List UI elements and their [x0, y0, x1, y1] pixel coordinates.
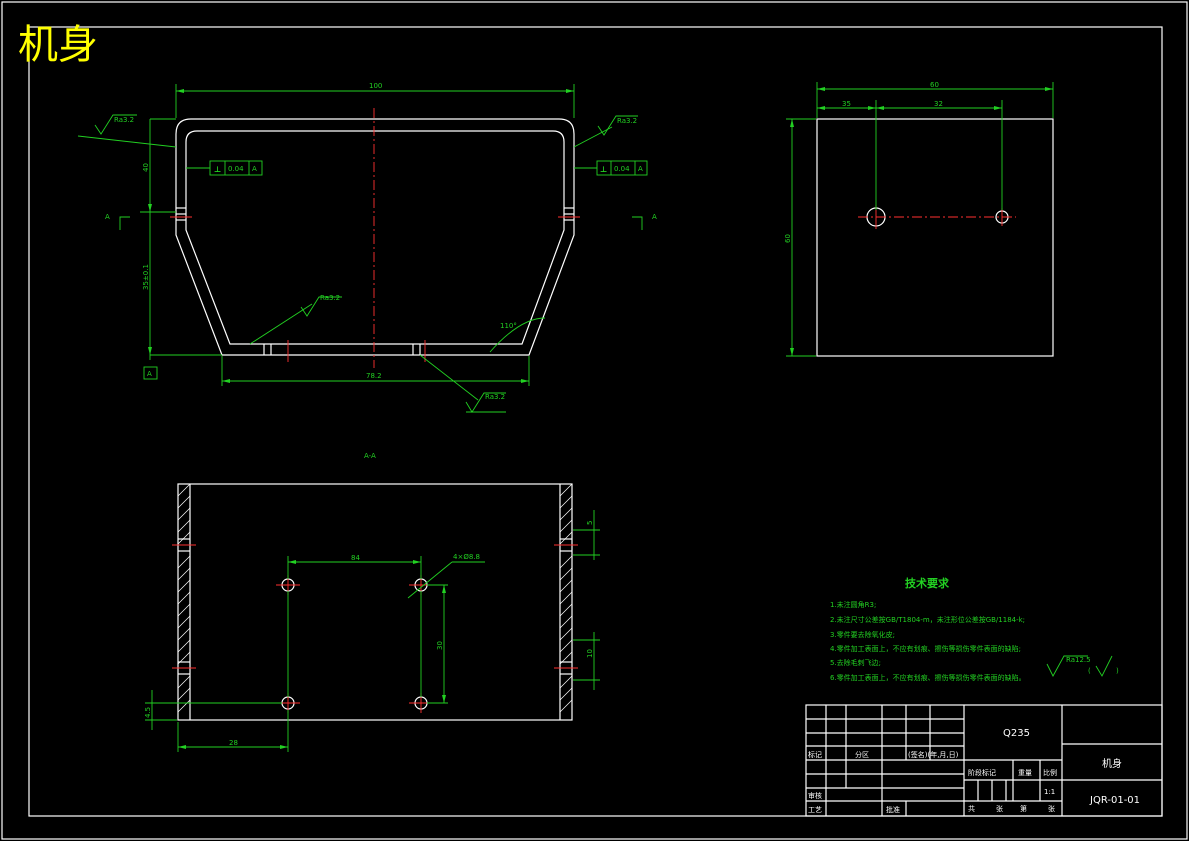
roughness-default: Ra12.5	[1066, 656, 1091, 664]
tb-process: 工艺	[808, 806, 822, 814]
tech-item-1: 1.未注圆角R3;	[830, 600, 876, 609]
tb-zone: 分区	[855, 750, 869, 759]
tb-stage-mark: 阶段标记	[968, 768, 996, 777]
tech-heading: 技术要求	[905, 576, 950, 590]
svg-text:A: A	[638, 165, 643, 173]
tb-material: Q235	[1003, 728, 1030, 739]
section-dim-small: 4.5	[144, 707, 152, 718]
section-hole-callout: 4×Ø8.8	[453, 553, 480, 561]
section-dim-top-right: 5	[586, 521, 594, 525]
roughness-top-right: Ra3.2	[573, 115, 638, 148]
tech-item-2: 2.未注尺寸公差按GB/T1804-m，未注形位公差按GB/1184-k;	[830, 615, 1025, 624]
section-dim-vertical: 30	[436, 641, 444, 650]
svg-text:A: A	[252, 165, 257, 173]
hatch-right	[559, 483, 573, 713]
tech-item-6: 6.零件加工表面上，不应有划痕、擦伤等损伤零件表面的缺陷。	[830, 673, 1026, 682]
tb-drawing-no: JQR-01-01	[1089, 795, 1140, 806]
tb-page: 第	[1020, 804, 1027, 813]
tb-mark: 标记	[808, 750, 822, 759]
tb-page2: 张	[1048, 804, 1055, 813]
section-dim-mid-right: 10	[586, 649, 594, 658]
front-view: 100 78.2 35±0.1 40 A ⊥ 0.04 A	[77, 82, 657, 413]
svg-text:0.04: 0.04	[228, 165, 244, 173]
svg-text:Ra3.2: Ra3.2	[485, 393, 505, 401]
title-block: 标记 分区 (签名)(年,月,日) 审核 工艺 批准 Q235 阶段标记 重量 …	[805, 704, 1163, 817]
tb-scale: 1:1	[1044, 788, 1055, 796]
front-inner-profile	[185, 130, 565, 345]
svg-text:⊥: ⊥	[214, 165, 221, 174]
roughness-top-left: Ra3.2	[77, 114, 177, 148]
tb-approve: 批准	[886, 805, 900, 814]
svg-text:Ra3.2: Ra3.2	[320, 294, 340, 302]
dim-height: 35±0.1	[142, 264, 150, 290]
hatch-left	[177, 483, 191, 713]
section-mark-left: A	[105, 213, 110, 221]
svg-text:): )	[1116, 667, 1119, 675]
tb-sheet: 张	[996, 804, 1003, 813]
roughness-mid: Ra3.2	[249, 294, 342, 345]
section-dim-left-offset: 28	[229, 739, 238, 747]
tech-item-5: 5.去除毛刺飞边;	[830, 658, 881, 667]
side-outline	[816, 118, 1054, 357]
section-mark-right: A	[652, 213, 657, 221]
side-view: 60 35 32 60	[784, 81, 1054, 357]
roughness-default-symbol	[1046, 655, 1088, 677]
tolerance-frame-left: ⊥ 0.04 A	[186, 160, 263, 176]
angle-label: 110°	[500, 322, 517, 330]
tb-review: 审核	[808, 791, 822, 800]
tb-weight: 重量	[1018, 769, 1032, 777]
section-dim-hole-spacing: 84	[351, 554, 360, 562]
angle-arc	[489, 317, 546, 353]
section-label: A-A	[364, 452, 376, 460]
tech-requirements: 技术要求 1.未注圆角R3; 2.未注尺寸公差按GB/T1804-m，未注形位公…	[830, 576, 1119, 682]
dim-width-bottom: 78.2	[366, 372, 382, 380]
section-view: A-A	[144, 452, 600, 752]
front-outer-profile	[175, 118, 575, 356]
roughness-bottom: Ra3.2	[419, 354, 506, 413]
tech-item-4: 4.零件加工表面上，不应有划痕、擦伤等损伤零件表面的缺陷;	[830, 644, 1021, 653]
side-dim-height: 60	[784, 234, 792, 243]
dim-width-top: 100	[369, 82, 382, 90]
svg-text:Ra3.2: Ra3.2	[114, 116, 134, 124]
tb-total: 共	[968, 804, 975, 813]
svg-text:0.04: 0.04	[614, 165, 630, 173]
svg-text:Ra3.2: Ra3.2	[617, 117, 637, 125]
inner-border	[28, 26, 1163, 817]
svg-text:(: (	[1088, 667, 1091, 675]
dim-upper: 40	[142, 163, 150, 172]
side-dim-right: 32	[934, 100, 943, 108]
tolerance-frame-right: ⊥ 0.04 A	[574, 160, 648, 176]
drawing-title: 机身	[18, 22, 98, 68]
tech-item-3: 3.零件要去除氧化皮;	[830, 630, 895, 639]
tb-signature: (签名)(年,月,日)	[908, 750, 959, 759]
side-dim-total: 60	[930, 81, 939, 89]
section-outline	[177, 483, 573, 721]
datum-letter: A	[147, 370, 152, 378]
side-dim-left: 35	[842, 100, 851, 108]
svg-text:⊥: ⊥	[600, 165, 607, 174]
tb-part-name: 机身	[1102, 757, 1122, 770]
datum-box	[143, 366, 158, 380]
tb-scale-label: 比例	[1043, 768, 1057, 777]
